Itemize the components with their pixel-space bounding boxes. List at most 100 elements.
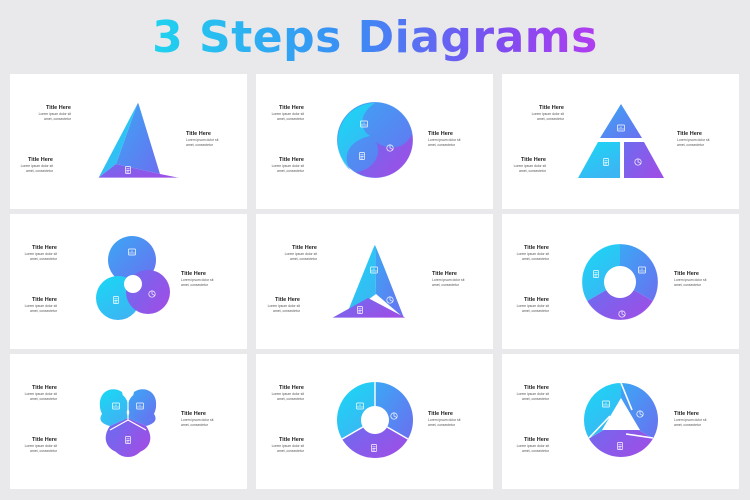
chart-icon	[370, 266, 378, 274]
pie-icon	[386, 296, 394, 304]
step-title: Title Here	[428, 411, 453, 417]
diagram-shape	[584, 382, 658, 457]
document-icon	[113, 296, 119, 304]
step-title: Title Here	[32, 245, 57, 251]
document-icon	[125, 436, 131, 444]
step-title: Title Here	[279, 385, 304, 391]
pie-icon	[618, 310, 626, 318]
document-icon	[371, 444, 377, 452]
step-title: Title Here	[279, 157, 304, 163]
step-title: Title Here	[521, 157, 546, 163]
step-description: Lorem ipsum dolor sit amet, consectetur	[24, 444, 57, 453]
chart-icon	[638, 266, 646, 274]
chart-icon	[136, 402, 144, 410]
chart-icon	[602, 400, 610, 408]
document-icon	[603, 158, 609, 166]
diagram-shape	[99, 389, 157, 457]
pie-icon	[390, 412, 398, 420]
pie-icon	[148, 290, 156, 298]
step-title: Title Here	[524, 385, 549, 391]
step-title: Title Here	[32, 297, 57, 303]
chart-icon	[617, 124, 625, 132]
step-description: Lorem ipsum dolor sit amet, consectetur	[20, 164, 53, 173]
step-title: Title Here	[186, 131, 211, 137]
diagram-shape	[336, 101, 414, 179]
document-icon	[125, 166, 131, 174]
pie-icon	[386, 144, 394, 152]
step-description: Lorem ipsum dolor sit amet, consectetur	[271, 164, 304, 173]
step-description: Lorem ipsum dolor sit amet, consectetur	[516, 392, 549, 401]
step-description: Lorem ipsum dolor sit amet, consectetur	[428, 418, 461, 427]
pie-icon	[636, 410, 644, 418]
diagram-shape	[96, 236, 170, 320]
step-title: Title Here	[677, 131, 702, 137]
step-description: Lorem ipsum dolor sit amet, consectetur	[38, 112, 71, 121]
step-title: Title Here	[292, 245, 317, 251]
three-step-diagram	[578, 104, 664, 178]
step-description: Lorem ipsum dolor sit amet, consectetur	[674, 278, 707, 287]
three-step-diagram	[581, 243, 659, 321]
step-description: Lorem ipsum dolor sit amet, consectetur	[271, 444, 304, 453]
step-description: Lorem ipsum dolor sit amet, consectetur	[432, 278, 465, 287]
chart-icon	[360, 120, 368, 128]
step-title: Title Here	[524, 245, 549, 251]
step-description: Lorem ipsum dolor sit amet, consectetur	[516, 252, 549, 261]
step-description: Lorem ipsum dolor sit amet, consectetur	[24, 392, 57, 401]
diagram-shape	[331, 243, 407, 319]
step-description: Lorem ipsum dolor sit amet, consectetur	[271, 392, 304, 401]
step-title: Title Here	[674, 411, 699, 417]
chart-icon	[128, 248, 136, 256]
chart-icon	[356, 402, 364, 410]
step-description: Lorem ipsum dolor sit amet, consectetur	[24, 304, 57, 313]
three-step-diagram	[584, 382, 658, 457]
step-title: Title Here	[181, 411, 206, 417]
three-step-diagram	[99, 389, 157, 457]
chart-icon	[112, 402, 120, 410]
three-step-diagram	[331, 243, 407, 319]
step-description: Lorem ipsum dolor sit amet, consectetur	[267, 304, 300, 313]
step-title: Title Here	[28, 157, 53, 163]
document-icon	[357, 306, 363, 314]
step-description: Lorem ipsum dolor sit amet, consectetur	[428, 138, 461, 147]
step-description: Lorem ipsum dolor sit amet, consectetur	[531, 112, 564, 121]
step-title: Title Here	[428, 131, 453, 137]
step-title: Title Here	[46, 105, 71, 111]
step-description: Lorem ipsum dolor sit amet, consectetur	[677, 138, 710, 147]
three-step-diagram	[97, 101, 181, 179]
step-description: Lorem ipsum dolor sit amet, consectetur	[181, 278, 214, 287]
step-title: Title Here	[524, 297, 549, 303]
step-title: Title Here	[279, 437, 304, 443]
three-step-diagram	[96, 236, 170, 320]
step-title: Title Here	[674, 271, 699, 277]
step-title: Title Here	[432, 271, 457, 277]
diagram-shape	[578, 104, 664, 178]
step-description: Lorem ipsum dolor sit amet, consectetur	[513, 164, 546, 173]
step-title: Title Here	[524, 437, 549, 443]
